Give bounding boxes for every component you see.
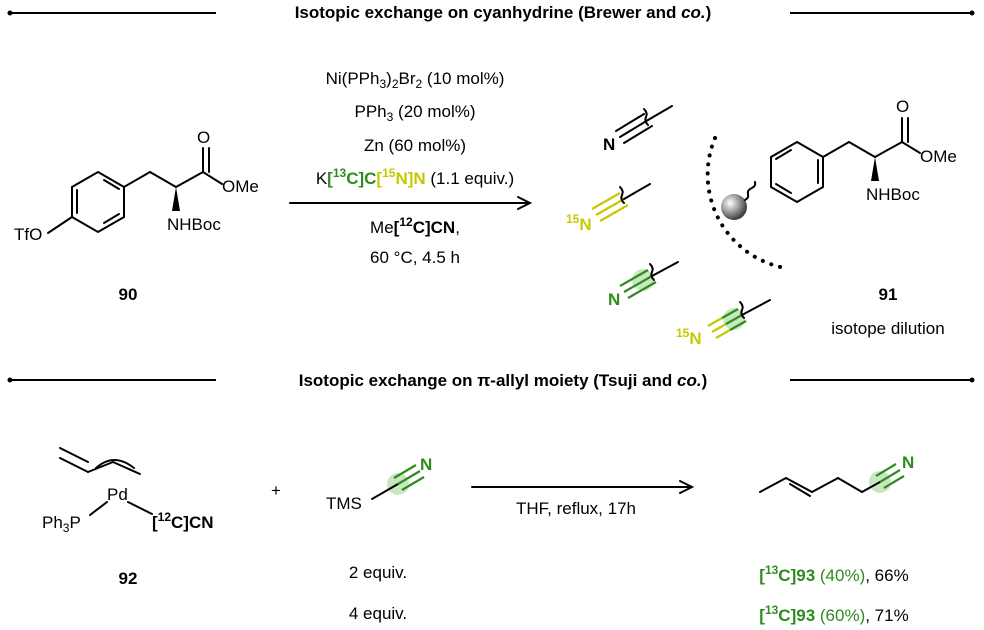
section2-header: Isotopic exchange on π-allyl moiety (Tsu… (7, 371, 975, 390)
compound-92-structure (59, 447, 153, 516)
tms-cyanide-structure (371, 464, 425, 500)
nitrile-n-label: N (603, 135, 615, 154)
product-nhboc: NHBoc (866, 185, 920, 204)
ph3p-label: Ph3P (42, 513, 81, 535)
compound-90-label: 90 (119, 285, 138, 304)
equiv-4: 4 equiv. (349, 604, 407, 623)
compound-92-label: 92 (119, 569, 138, 588)
n15-13c-label: 15N (676, 326, 702, 348)
section1-header: Isotopic exchange on cyanhydrine (Brewer… (7, 3, 975, 22)
nitrile-13c-n-label: N (608, 290, 620, 309)
reaction1-conditions: Ni(PPh3)2Br2 (10 mol%) PPh3 (20 mol%) Zn… (289, 69, 533, 267)
plus-sign: + (271, 481, 281, 500)
compound-93-structure (759, 463, 905, 497)
reaction2-conditions: THF, reflux, 17h (516, 499, 636, 518)
isotope-dilution-caption: isotope dilution (831, 319, 944, 338)
sm-ome: OMe (222, 177, 259, 196)
nitrile-15n-13c (707, 299, 771, 339)
result-row-1: [13C]93 (40%), 66% (759, 563, 908, 585)
nitrile-13c (619, 261, 679, 299)
reagent-cyanide: K[13C]C[15N]N (1.1 equiv.) (316, 166, 514, 188)
reagent-solvent: Me[12C]CN, (370, 215, 460, 237)
dilution-arc (705, 136, 787, 270)
product-ome: OMe (920, 147, 957, 166)
complex-ligand-label: [12C]CN (152, 510, 214, 532)
section1-title: Isotopic exchange on cyanhydrine (Brewer… (295, 3, 712, 22)
n15-label: 15N (566, 212, 592, 234)
equiv-2: 2 equiv. (349, 563, 407, 582)
product-carbonyl-o: O (896, 97, 909, 116)
reagent-pph3: PPh3 (20 mol%) (354, 102, 475, 124)
compound-90-structure (47, 147, 223, 234)
result-row-2: [13C]93 (60%), 71% (759, 603, 908, 625)
reagent-zinc: Zn (60 mol%) (364, 136, 466, 155)
nitrile-15n (591, 183, 651, 222)
compound-91-label: 91 (879, 285, 898, 304)
tms-n-label: N (420, 455, 432, 474)
tfo-label: TfO (14, 225, 42, 244)
product93-n-label: N (902, 453, 914, 472)
compound-91-structure (721, 117, 921, 220)
nitrile-unlabeled (615, 105, 673, 144)
metal-sphere (721, 194, 747, 220)
pd-label: Pd (107, 485, 128, 504)
reaction1-temperature-time: 60 °C, 4.5 h (370, 248, 460, 267)
section2-title: Isotopic exchange on π-allyl moiety (Tsu… (299, 371, 708, 390)
sm-nhboc: NHBoc (167, 215, 221, 234)
reagent-nickel: Ni(PPh3)2Br2 (10 mol%) (326, 69, 505, 91)
sm-carbonyl-o: O (197, 128, 210, 147)
tms-label: TMS (326, 494, 362, 513)
